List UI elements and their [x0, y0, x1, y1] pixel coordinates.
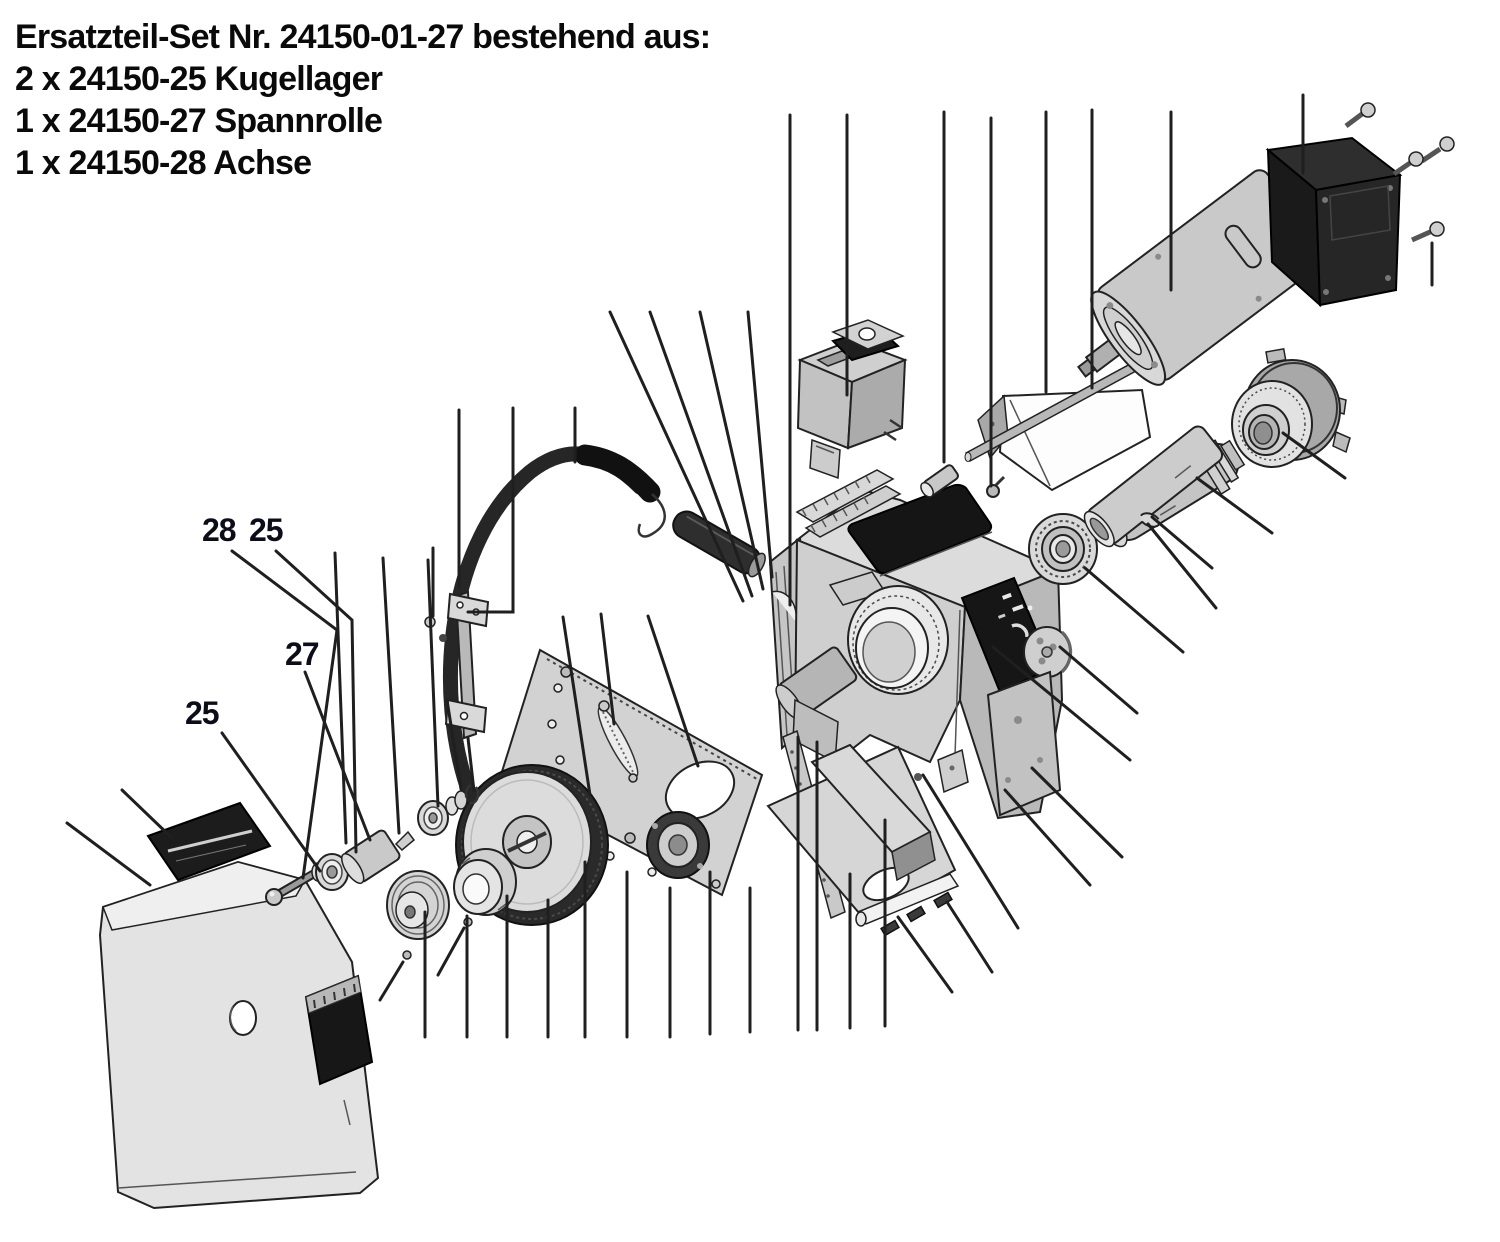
part-label-25-upper: 25 [249, 512, 284, 548]
header-item-achse: 1 x 24150-28 Achse [15, 144, 312, 182]
ball-bearing-25-front [315, 853, 349, 891]
clutch-pulley [1231, 348, 1351, 468]
leader-lines [65, 93, 1434, 1039]
housing-top-panel [847, 483, 993, 575]
gearbox-housing [1265, 136, 1403, 308]
floating-sticker [146, 801, 272, 882]
ball-bearing-25-rear [417, 800, 449, 836]
part-label-28: 28 [202, 512, 237, 548]
spacer-tube [1083, 425, 1224, 548]
small-pulley [386, 870, 450, 940]
part-label-25-lower: 25 [185, 695, 220, 731]
spare-axle-set [265, 783, 480, 906]
mounting-screws [1344, 102, 1455, 243]
short-tube [920, 464, 959, 498]
ball-bearing-large [1028, 513, 1098, 585]
header-title: Ersatzteil-Set Nr. 24150-01-27 bestehend… [15, 18, 711, 56]
rocker-switch [796, 319, 908, 480]
side-cover [98, 860, 380, 1210]
cover-label-sticker [304, 974, 374, 1086]
header-item-kugellager: 2 x 24150-25 Kugellager [15, 60, 383, 98]
tension-roller-27 [340, 829, 401, 885]
motor [1077, 169, 1328, 386]
header-item-spannrolle: 1 x 24150-27 Spannrolle [15, 102, 383, 140]
ball-pin [986, 475, 1006, 498]
part-label-27: 27 [285, 636, 320, 672]
header-parts-list: Ersatzteil-Set Nr. 24150-01-27 bestehend… [15, 16, 711, 184]
bearing-flange [646, 811, 710, 879]
pulley-hub [453, 848, 517, 916]
